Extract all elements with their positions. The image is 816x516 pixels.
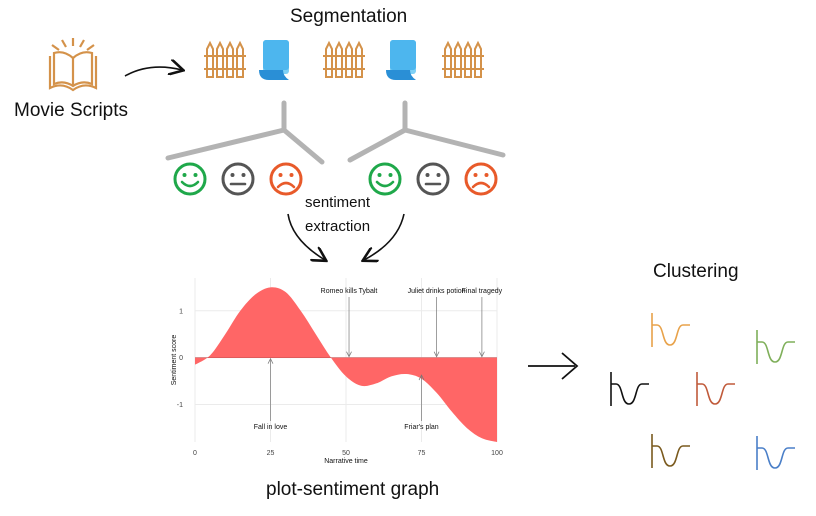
x-tick-label: 75 [418, 450, 426, 457]
annotation-label: Final tragedy [462, 288, 503, 295]
extraction-label: extraction [305, 218, 371, 235]
x-tick-label: 25 [267, 450, 275, 457]
annotation-arrowhead [433, 351, 440, 358]
annotation-label: Friar's plan [404, 424, 439, 431]
neutral-face-icon [416, 162, 450, 196]
fence-icon [203, 42, 247, 78]
fence-icon [441, 42, 485, 78]
cluster-curve-icon [651, 313, 690, 347]
x-tick-label: 0 [193, 450, 197, 457]
arrow-to-clustering [528, 352, 579, 380]
script-icon [259, 40, 289, 80]
x-tick-label: 100 [491, 450, 503, 457]
y-tick-label: 0 [179, 355, 183, 362]
arrow-to-segmentation [124, 67, 182, 77]
tree-branch-left [165, 100, 325, 165]
annotation-label: Juliet drinks potion [408, 288, 466, 295]
sad-face-icon [464, 162, 498, 196]
x-tick-label: 50 [342, 450, 350, 457]
cluster-curve-icon [651, 434, 690, 468]
annotation-label: Fall in love [254, 424, 288, 431]
annotation-arrowhead [267, 357, 274, 364]
y-axis-label: Sentiment score [171, 335, 178, 386]
fence-icon [322, 42, 366, 78]
cluster-curve-icon [696, 372, 735, 406]
plot-caption: plot-sentiment graph [266, 479, 440, 500]
happy-face-icon [368, 162, 402, 196]
annotation-arrowhead [418, 374, 425, 381]
annotation-label: Romeo kills Tybalt [321, 288, 378, 295]
book-icon [48, 38, 98, 92]
neutral-face-icon [221, 162, 255, 196]
movie-scripts-label: Movie Scripts [14, 100, 129, 121]
annotation-arrowhead [479, 351, 485, 358]
y-tick-label: 1 [179, 308, 183, 315]
annotation-arrowhead [346, 351, 352, 358]
tree-branch-right [347, 100, 506, 163]
clustering-title: Clustering [653, 261, 739, 282]
cluster-curve-icon [756, 330, 795, 364]
y-tick-label: -1 [177, 402, 183, 409]
sentiment-area [195, 287, 497, 442]
arrow-left-to-graph [287, 213, 325, 260]
x-axis-label: Narrative time [324, 458, 368, 465]
sad-face-icon [269, 162, 303, 196]
segmentation-title: Segmentation [290, 6, 408, 27]
cluster-glyphs [610, 313, 795, 470]
cluster-curve-icon [756, 436, 795, 470]
cluster-curve-icon [610, 372, 649, 406]
sentiment-label: sentiment [305, 194, 371, 211]
script-icon [386, 40, 416, 80]
happy-face-icon [173, 162, 207, 196]
arrow-right-to-graph [364, 213, 405, 260]
